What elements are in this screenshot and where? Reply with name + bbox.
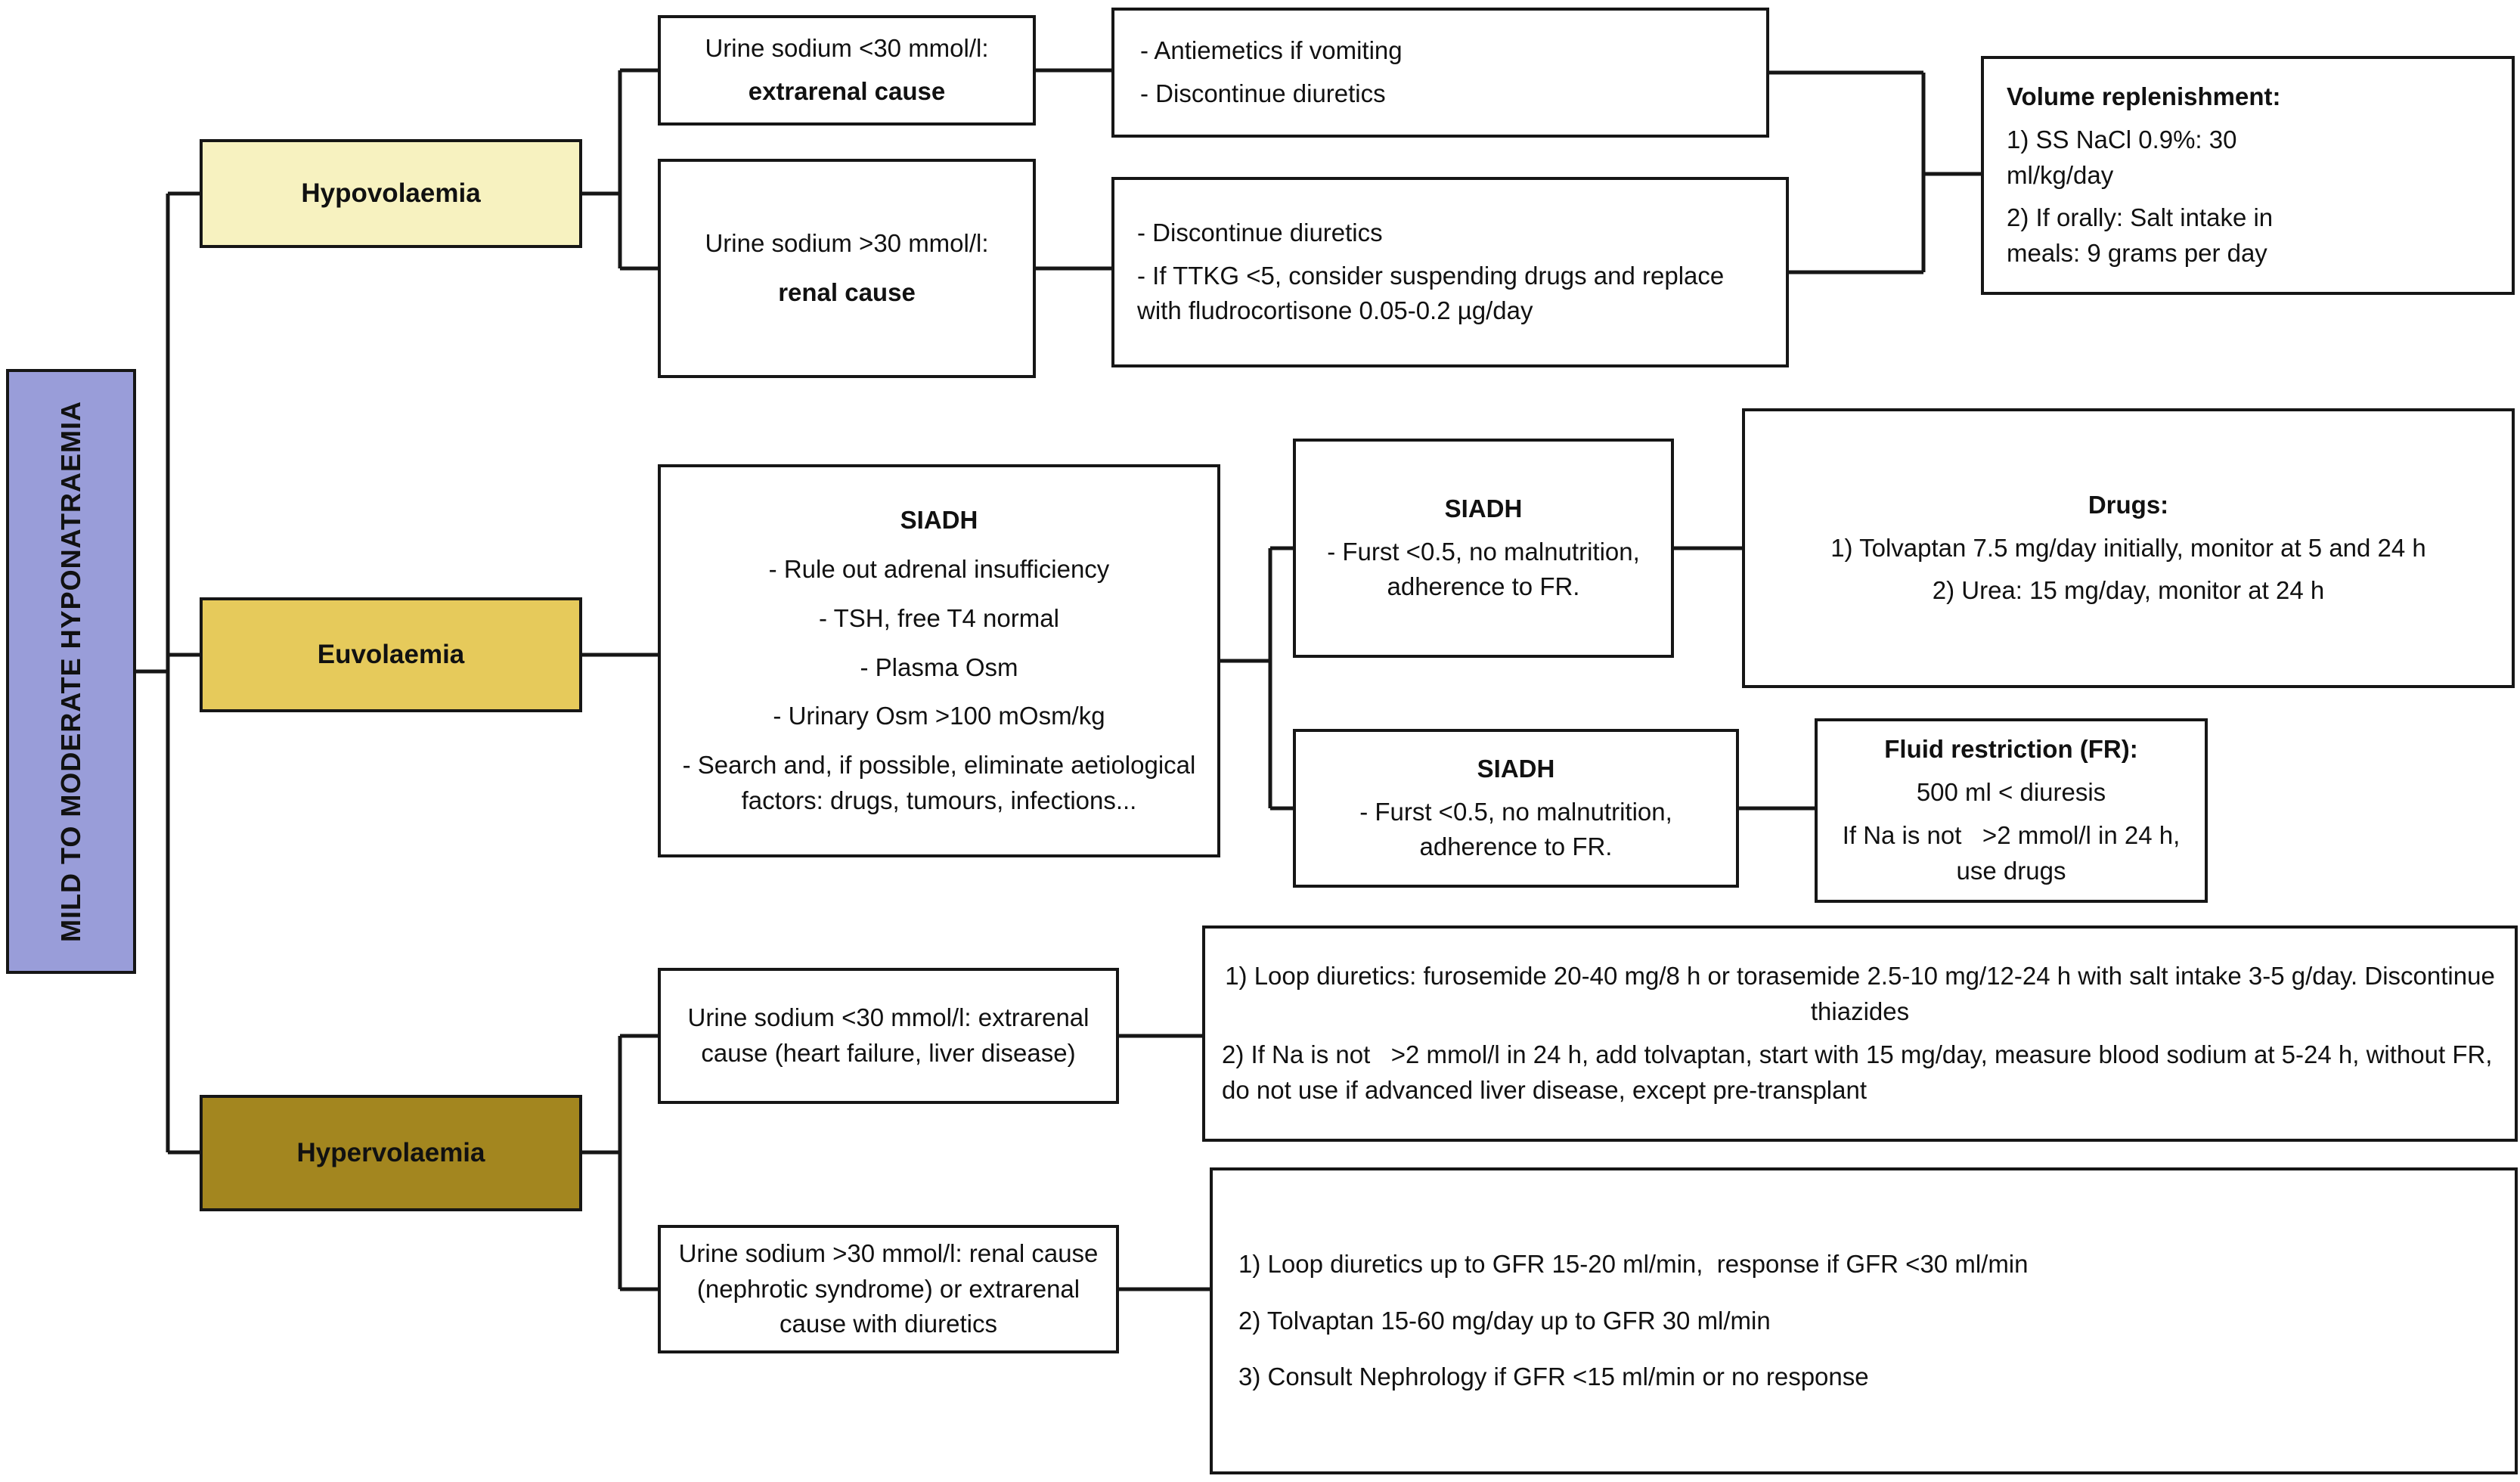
drugs-item: 2) Urea: 15 mg/day, monitor at 24 h (1932, 576, 2325, 605)
hypo-extrarenal-cause-box: Urine sodium <30 mmol/l: extrarenal caus… (658, 15, 1036, 126)
hyper-renal-cause-box: Urine sodium >30 mmol/l: renal cause (ne… (658, 1225, 1119, 1353)
root-title: MILD TO MODERATE HYPONATRAEMIA (55, 401, 87, 942)
connector-path (136, 68, 1981, 1291)
hypo-extrarenal-line2: extrarenal cause (748, 77, 946, 105)
treatment-item: - If TTKG <5, consider suspending drugs … (1137, 261, 1725, 325)
treatment-item: 1) Loop diuretics up to GFR 15-20 ml/min… (1238, 1249, 2029, 1278)
siadh-criteria-body: - Furst <0.5, no malnutrition, adherence… (1359, 797, 1672, 861)
siadh-workup-item: - Plasma Osm (860, 653, 1018, 681)
treatment-item: - Antiemetics if vomiting (1140, 36, 1403, 65)
hyper-extrarenal-cause-box: Urine sodium <30 mmol/l: extrarenal caus… (658, 968, 1119, 1104)
euvolaemia-label: Euvolaemia (317, 640, 465, 670)
siadh-criteria-title: SIADH (1477, 754, 1555, 783)
treatment-item: - Discontinue diuretics (1140, 79, 1386, 107)
fluid-restriction-item: If Na is not >2 mmol/l in 24 h, use drug… (1842, 821, 2181, 885)
root-node: MILD TO MODERATE HYPONATRAEMIA (6, 369, 136, 974)
siadh-workup-box: SIADH - Rule out adrenal insufficiency -… (658, 464, 1220, 857)
hypervolaemia-node: Hypervolaemia (200, 1095, 582, 1211)
siadh-workup-item: - Search and, if possible, eliminate aet… (682, 751, 1196, 815)
siadh-criteria-body: - Furst <0.5, no malnutrition, adherence… (1327, 537, 1640, 601)
treatment-item: 2) If Na is not >2 mmol/l in 24 h, add t… (1222, 1040, 2493, 1104)
hypovolaemia-label: Hypovolaemia (301, 178, 481, 209)
hyper-extrarenal-text: Urine sodium <30 mmol/l: extrarenal caus… (687, 1003, 1090, 1067)
hypovolaemia-node: Hypovolaemia (200, 139, 582, 248)
treatment-item: 2) Tolvaptan 15-60 mg/day up to GFR 30 m… (1238, 1306, 1771, 1335)
hypo-renal-treatment-box: - Discontinue diuretics - If TTKG <5, co… (1111, 177, 1789, 367)
hypo-renal-line1: Urine sodium >30 mmol/l: (705, 229, 989, 258)
volume-replenishment-title: Volume replenishment: (2007, 82, 2281, 110)
treatment-item: 1) Loop diuretics: furosemide 20-40 mg/8… (1225, 962, 2495, 1026)
fluid-restriction-title: Fluid restriction (FR): (1884, 735, 2138, 764)
drugs-item: 1) Tolvaptan 7.5 mg/day initially, monit… (1830, 533, 2426, 562)
volume-replenishment-box: Volume replenishment: 1) SS NaCl 0.9%: 3… (1981, 56, 2515, 295)
drugs-title: Drugs: (2088, 490, 2169, 519)
hypo-renal-line2: renal cause (778, 278, 916, 306)
siadh-criteria-title: SIADH (1444, 494, 1523, 522)
siadh-fr-criteria-box: SIADH - Furst <0.5, no malnutrition, adh… (1293, 729, 1739, 888)
hypervolaemia-label: Hypervolaemia (296, 1138, 485, 1168)
drugs-box: Drugs: 1) Tolvaptan 7.5 mg/day initially… (1742, 408, 2515, 688)
hyper-renal-text: Urine sodium >30 mmol/l: renal cause (ne… (678, 1239, 1099, 1338)
siadh-workup-item: - Urinary Osm >100 mOsm/kg (773, 702, 1105, 730)
hypo-renal-cause-box: Urine sodium >30 mmol/l: renal cause (658, 159, 1036, 378)
fluid-restriction-item: 500 ml < diuresis (1916, 778, 2106, 807)
siadh-workup-title: SIADH (900, 505, 978, 534)
hypo-extrarenal-treatment-box: - Antiemetics if vomiting - Discontinue … (1111, 8, 1769, 138)
treatment-item: 3) Consult Nephrology if GFR <15 ml/min … (1238, 1363, 1869, 1391)
siadh-drugs-criteria-box: SIADH - Furst <0.5, no malnutrition, adh… (1293, 439, 1674, 658)
fluid-restriction-box: Fluid restriction (FR): 500 ml < diuresi… (1815, 718, 2208, 903)
siadh-workup-item: - Rule out adrenal insufficiency (768, 554, 1110, 583)
hypo-extrarenal-line1: Urine sodium <30 mmol/l: (705, 34, 989, 63)
treatment-item: - Discontinue diuretics (1137, 218, 1383, 246)
siadh-workup-item: - TSH, free T4 normal (819, 603, 1059, 632)
volume-item: 1) SS NaCl 0.9%: 30 ml/kg/day (2007, 125, 2237, 189)
hyper-extrarenal-treatment-box: 1) Loop diuretics: furosemide 20-40 mg/8… (1202, 925, 2518, 1142)
volume-item: 2) If orally: Salt intake in meals: 9 gr… (2007, 203, 2274, 268)
hyper-renal-treatment-box: 1) Loop diuretics up to GFR 15-20 ml/min… (1210, 1167, 2518, 1474)
euvolaemia-node: Euvolaemia (200, 597, 582, 712)
